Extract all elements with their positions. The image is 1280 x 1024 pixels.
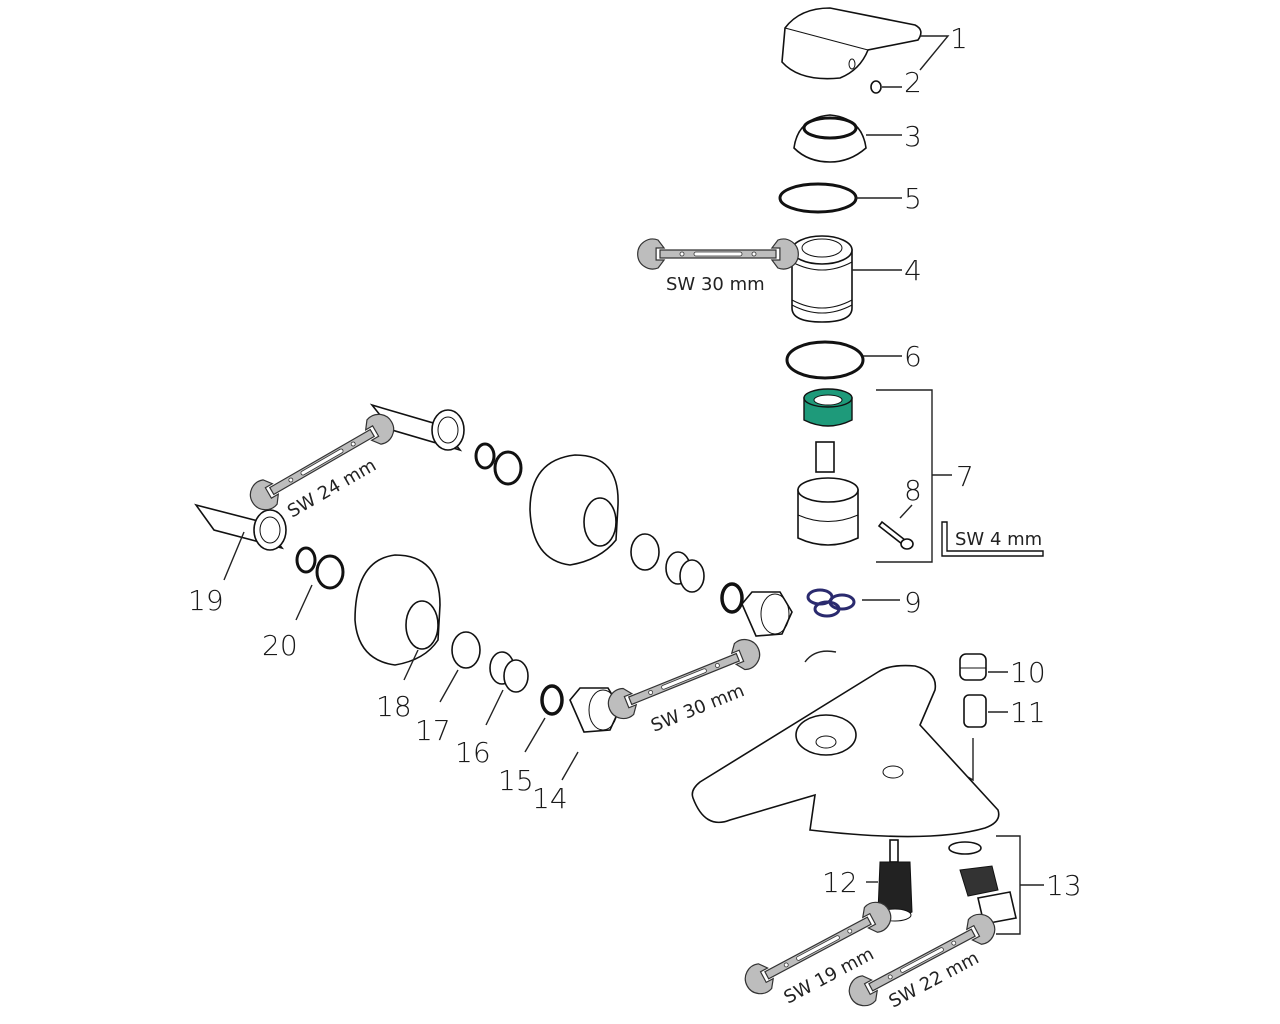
washer-upper <box>630 533 660 571</box>
check-valve-mid <box>665 551 705 593</box>
hex-key-icon <box>941 521 1044 557</box>
cartridge-nut <box>791 235 853 323</box>
check-valve-upper <box>474 442 523 486</box>
sleeve-11 <box>963 694 987 728</box>
escutcheon-18 <box>354 554 441 666</box>
o-ring-6 <box>785 340 865 380</box>
cap-10 <box>959 653 987 681</box>
bracket-7 <box>876 389 933 563</box>
tool-label-sw30-top: SW 30 mm <box>666 274 765 295</box>
leader-lines <box>223 35 1008 883</box>
wrench-icon-sw30-top <box>637 238 799 270</box>
label-part-10: 10 <box>1010 656 1046 689</box>
label-part-19: 19 <box>188 584 224 617</box>
label-part-13: 13 <box>1046 869 1082 902</box>
union-nut-14 <box>569 687 621 733</box>
union-nut-upper <box>741 591 793 637</box>
cartridge <box>797 441 859 546</box>
tool-label-sw4: SW 4 mm <box>955 529 1042 550</box>
label-part-20: 20 <box>262 629 298 662</box>
seal-ring-15 <box>540 684 564 716</box>
label-part-4: 4 <box>904 254 922 287</box>
label-part-1: 1 <box>950 22 968 55</box>
label-part-5: 5 <box>904 182 922 215</box>
cartridge-nut-green <box>803 388 853 427</box>
lever-handle <box>781 7 922 80</box>
check-valve-20 <box>295 546 345 590</box>
set-screw <box>870 80 882 94</box>
label-part-6: 6 <box>904 340 922 373</box>
seal-ring-upper <box>720 582 744 614</box>
label-part-16: 16 <box>455 736 491 769</box>
check-valve-16 <box>489 651 529 693</box>
clip <box>804 650 837 663</box>
aerator-set <box>948 835 1044 935</box>
label-part-3: 3 <box>904 120 922 153</box>
label-part-15: 15 <box>498 764 534 797</box>
label-part-9: 9 <box>904 586 922 619</box>
s-union-upper <box>369 403 465 452</box>
label-part-18: 18 <box>376 690 412 723</box>
washer-17 <box>451 631 481 669</box>
label-part-12: 12 <box>822 866 858 899</box>
screw-8 <box>877 520 914 550</box>
seal-set <box>806 588 856 618</box>
label-part-7: 7 <box>956 460 974 493</box>
o-ring-5 <box>778 182 858 214</box>
label-part-11: 11 <box>1010 696 1046 729</box>
tool-label-sw24: SW 24 mm <box>284 455 380 523</box>
s-union-lower <box>194 503 287 551</box>
label-part-8: 8 <box>904 474 922 507</box>
spout-body <box>691 664 1000 838</box>
label-part-17: 17 <box>415 714 451 747</box>
label-part-14: 14 <box>532 782 568 815</box>
escutcheon-upper <box>529 454 619 566</box>
label-part-2: 2 <box>904 66 922 99</box>
cover-cap <box>793 114 867 163</box>
